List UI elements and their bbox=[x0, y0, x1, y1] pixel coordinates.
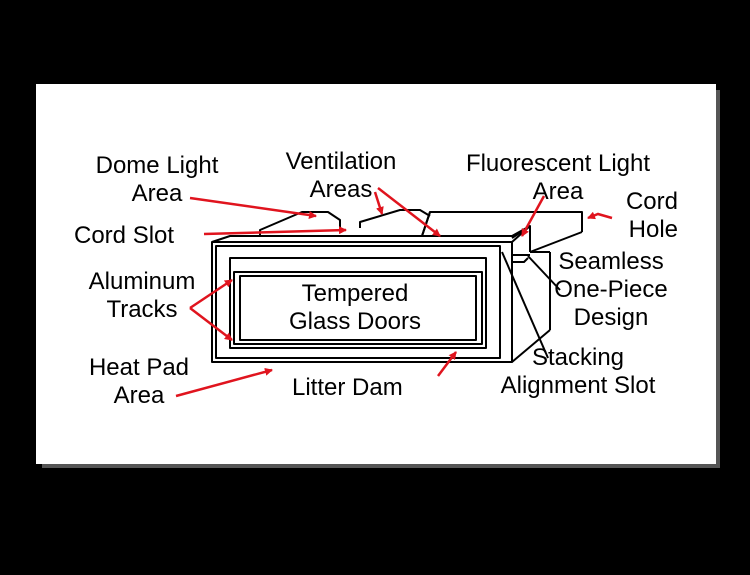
leader-lines bbox=[501, 251, 561, 359]
arrow-ventilation-2 bbox=[377, 187, 441, 237]
label-tempered-glass-doors: Tempered Glass Doors bbox=[288, 280, 422, 335]
label-litter-dam: Litter Dam bbox=[292, 374, 403, 401]
panel-shadow bbox=[42, 464, 720, 468]
arrow-heat-pad bbox=[175, 367, 273, 398]
arrow-fluorescent bbox=[520, 195, 546, 237]
label-stacking-alignment-slot: Stacking Alignment Slot bbox=[500, 344, 656, 399]
arrow-tracks-1 bbox=[189, 278, 233, 310]
label-ventilation-areas: Ventilation Areas bbox=[285, 148, 397, 203]
leader-seamless bbox=[527, 255, 561, 291]
label-seamless-one-piece-design: Seamless One-Piece Design bbox=[554, 248, 668, 331]
leader-stacking bbox=[501, 251, 549, 359]
arrow-cord-hole bbox=[587, 211, 613, 220]
label-fluorescent-light-area: Fluorescent Light Area bbox=[465, 150, 651, 205]
callout-arrows bbox=[175, 187, 613, 398]
label-cord-hole: Cord Hole bbox=[625, 188, 678, 243]
label-cord-slot: Cord Slot bbox=[74, 222, 175, 249]
arrow-tracks-2 bbox=[189, 307, 233, 341]
enclosure-outline bbox=[211, 209, 583, 363]
diagram-panel bbox=[36, 84, 716, 464]
label-heat-pad-area: Heat Pad Area bbox=[88, 354, 190, 409]
arrow-cord-slot bbox=[203, 226, 347, 236]
label-aluminum-tracks: Aluminum Tracks bbox=[88, 268, 196, 323]
arrow-ventilation-1 bbox=[373, 191, 384, 215]
panel-shadow bbox=[716, 90, 720, 467]
arrow-litter-dam bbox=[437, 351, 457, 377]
label-dome-light-area: Dome Light Area bbox=[95, 152, 219, 207]
arrow-dome-light bbox=[189, 196, 317, 219]
